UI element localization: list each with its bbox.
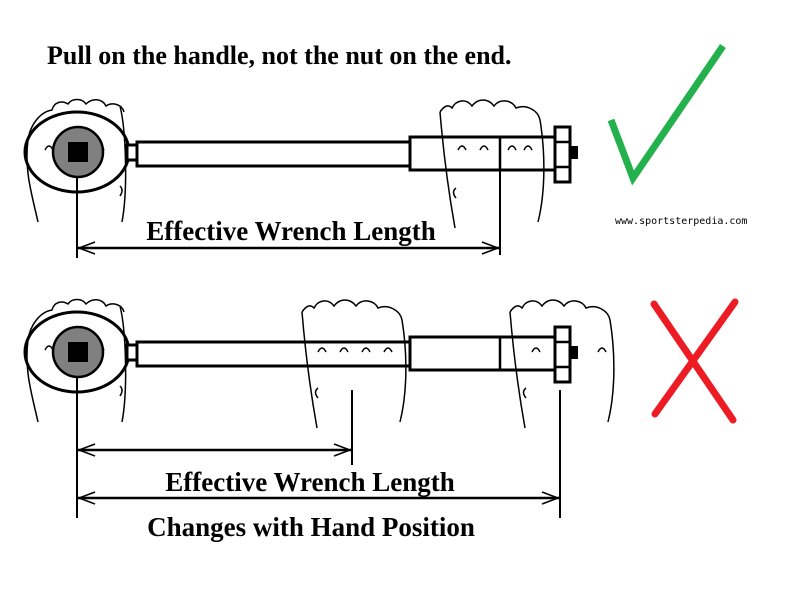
- correct-wrench: [23, 98, 578, 229]
- title: Pull on the handle, not the nut on the e…: [47, 41, 511, 70]
- cross-icon: [650, 298, 739, 424]
- hand-position-label: Changes with Hand Position: [147, 512, 475, 542]
- correct-length-label: Effective Wrench Length: [146, 216, 435, 246]
- watermark: www.sportsterpedia.com: [615, 216, 747, 227]
- check-icon: [607, 44, 726, 186]
- incorrect-dimension: [76, 376, 561, 518]
- correct-dimension: [76, 170, 501, 258]
- incorrect-wrench: [23, 298, 615, 429]
- incorrect-length-label: Effective Wrench Length: [165, 467, 454, 497]
